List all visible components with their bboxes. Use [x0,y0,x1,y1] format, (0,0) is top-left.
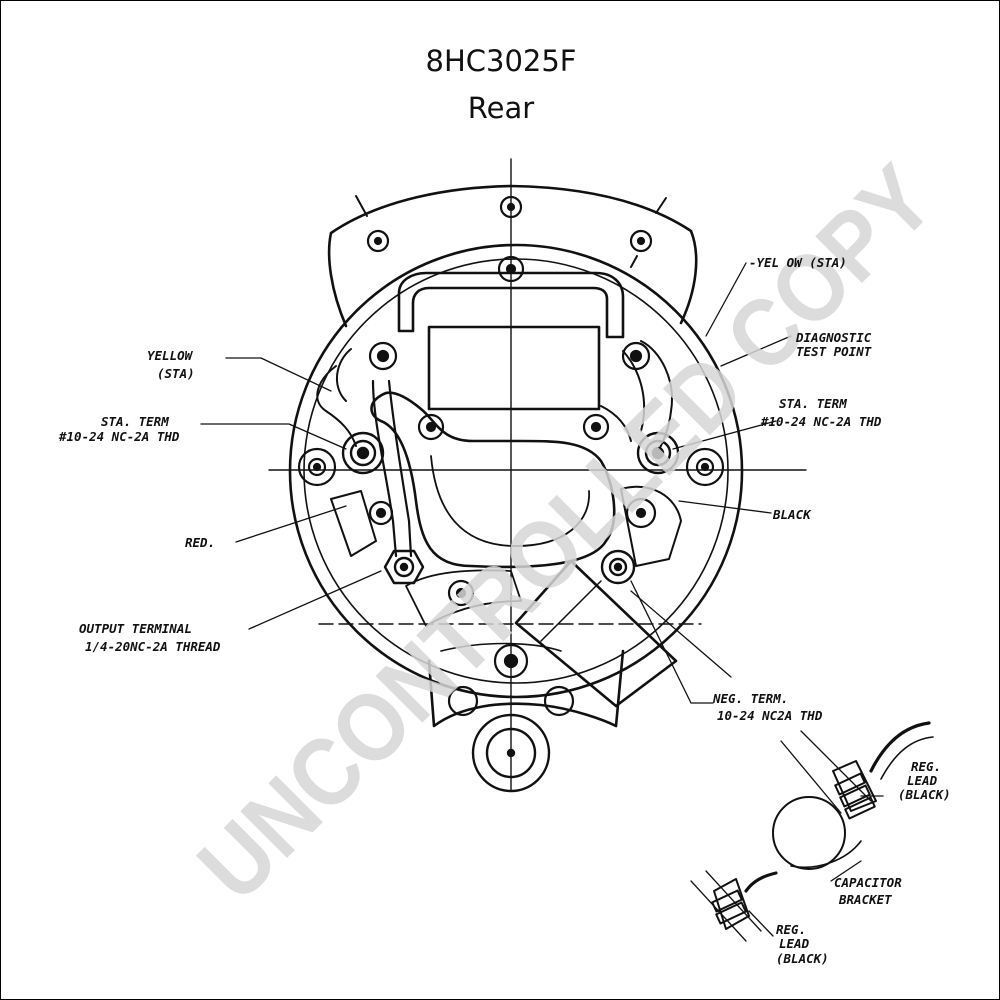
sta-terminal-right [636,431,680,475]
label-reg-lead-top-3: (BLACK) [898,787,951,802]
diagram-title: 8HC3025F [425,44,577,78]
label-sta-term-right-1: STA. TERM [779,396,847,411]
capacitor-bracket-detail [690,721,934,942]
label-capacitor-2: BRACKET [838,892,892,907]
label-yellow-sta-right: -YEL OW (STA) [749,255,847,270]
label-yellow-left-2: (STA) [157,366,195,381]
label-black: BLACK [772,507,812,522]
top-mounting-ear [327,184,698,328]
label-reg-lead-bottom-1: REG. [776,922,806,937]
label-sta-term-right-2: #10-24 NC-2A THD [760,414,882,429]
label-sta-term-left-1: STA. TERM [101,414,169,429]
leader-lines [200,262,792,704]
label-neg-term-1: NEG. TERM. [712,691,788,706]
regulator-housing [397,271,625,339]
negative-terminal [600,549,636,585]
rectifier-capacitor-body [514,559,678,708]
left-bracket-plate [330,490,377,557]
label-yellow-left-1: YELLOW [147,348,194,363]
label-diagnostic-2: TEST POINT [796,344,872,359]
sta-terminal-left [341,431,385,475]
label-capacitor-1: CAPACITOR [834,875,902,890]
label-output-terminal-1: OUTPUT TERMINAL [79,621,192,636]
bottom-mounting-foot [427,649,625,728]
label-diagnostic-1: DIAGNOSTIC [795,330,872,345]
right-wire-harness [640,340,673,457]
label-reg-lead-bottom-3: (BLACK) [776,951,829,966]
left-wire-harness [316,365,357,447]
right-bracket-plate [620,485,682,567]
alternator-housing [288,243,744,699]
regulator-window [427,325,601,411]
bottom-plate [405,569,522,627]
bolt-holes [297,195,725,717]
label-reg-lead-bottom-2: LEAD [779,936,810,951]
label-sta-term-left-2: #10-24 NC-2A THD [58,429,180,444]
label-neg-term-2: 10-24 NC2A THD [717,708,823,723]
label-red: RED. [185,535,215,550]
output-terminal [383,549,425,585]
label-reg-lead-top-2: LEAD [907,773,938,788]
label-output-terminal-2: 1/4-20NC-2A THREAD [85,639,221,654]
diagram-subtitle: Rear [467,91,535,125]
pulley-shaft [471,713,551,793]
label-reg-lead-top-1: REG. [911,759,941,774]
